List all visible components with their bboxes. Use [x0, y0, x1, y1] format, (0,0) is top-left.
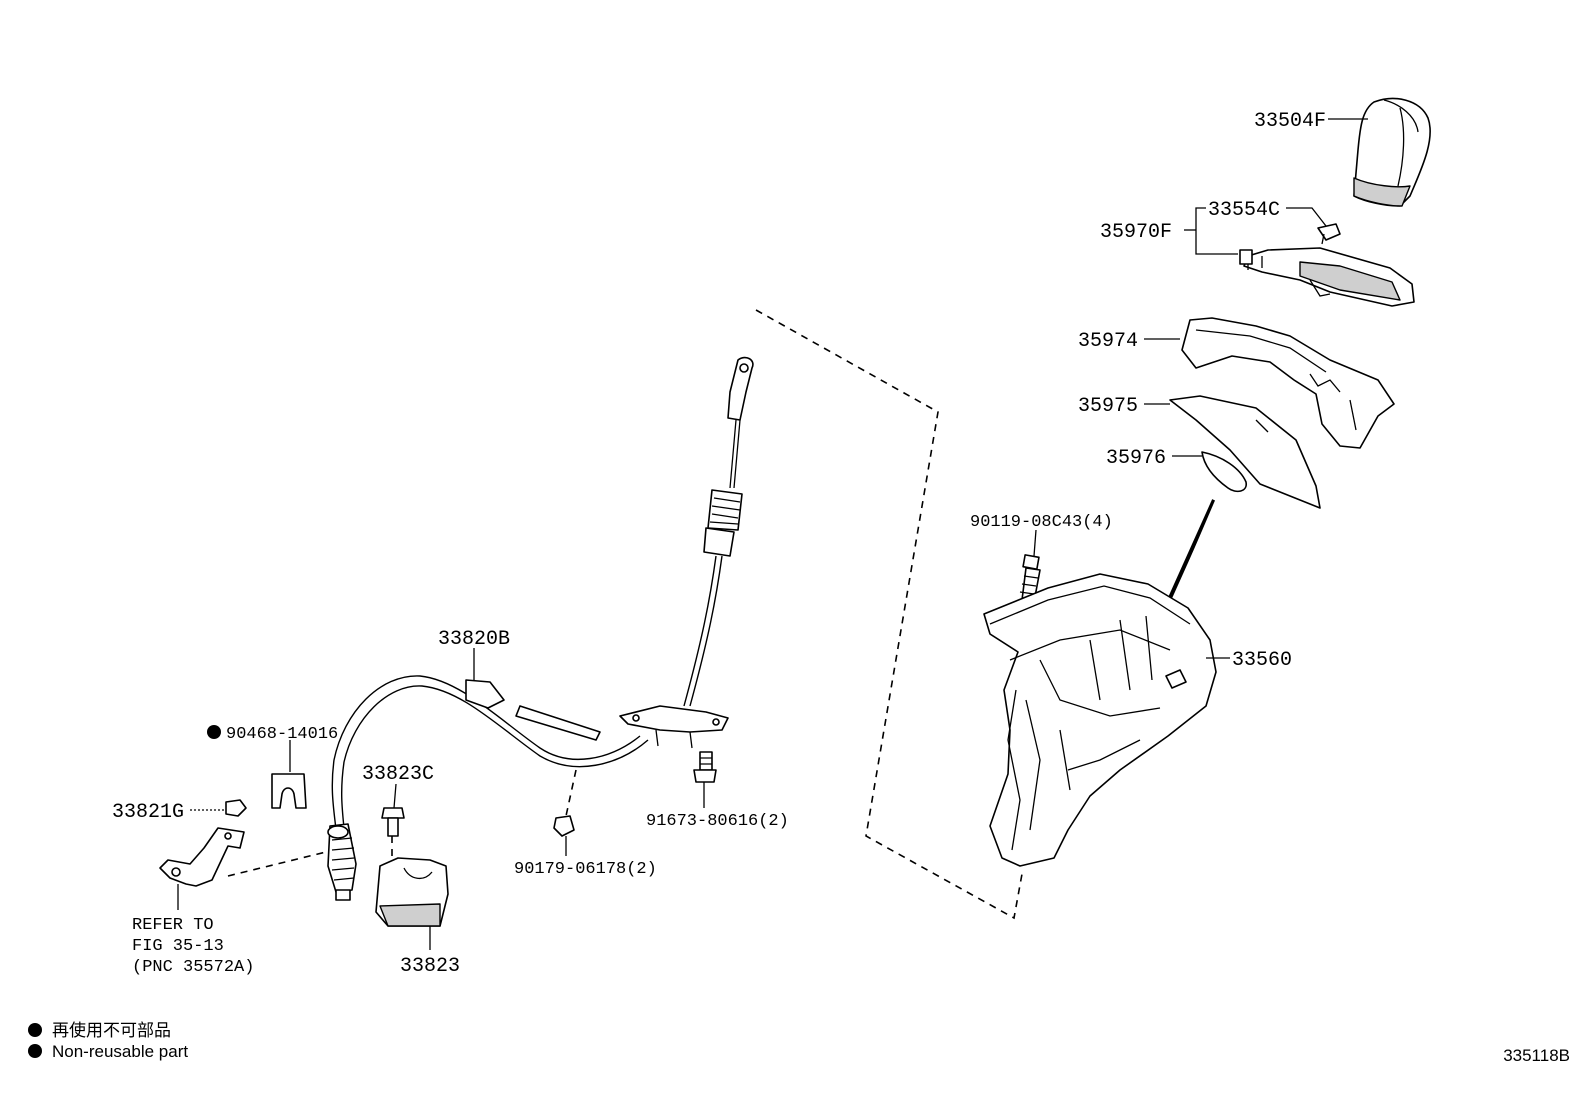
leader-33554C [1286, 207, 1327, 227]
leader-90119 [1033, 529, 1037, 557]
clip-33554C [1317, 223, 1341, 245]
bullet-icon [28, 1044, 42, 1058]
label-90179: 90179-06178(2) [514, 860, 657, 879]
label-33504F: 33504F [1254, 110, 1326, 133]
nut-33821G [225, 799, 247, 817]
label-33820B: 33820B [438, 628, 510, 651]
legend-jp-text: 再使用不可部品 [52, 1021, 171, 1041]
leader-33823C [393, 783, 397, 809]
dashed-line-33821 [227, 851, 327, 877]
bolt-33823C [381, 807, 405, 837]
label-90468: 90468-14016 [226, 725, 338, 744]
plate-35976 [1201, 451, 1247, 493]
bracket-35970F [1195, 207, 1238, 255]
legend-english: Non-reusable part [28, 1042, 188, 1062]
cover-35974 [1181, 317, 1395, 449]
cover-33823 [375, 857, 449, 927]
label-35976: 35976 [1106, 447, 1166, 470]
label-33554C: 33554C [1208, 199, 1280, 222]
diagram-code: 335118B [1503, 1046, 1570, 1065]
label-35970F: 35970F [1100, 221, 1172, 244]
legend-en-text: Non-reusable part [52, 1042, 189, 1061]
bracket-refer-35572A [159, 827, 245, 887]
refer-line-1: REFER TO [132, 916, 214, 935]
nut-90179 [553, 815, 575, 837]
plate-35975 [1169, 395, 1321, 509]
label-33821G: 33821G [112, 801, 184, 824]
shift-knob-33504F [1353, 97, 1431, 207]
refer-line-3: (PNC 35572A) [132, 958, 254, 977]
shift-cable-33820B [327, 356, 754, 901]
label-90119: 90119-08C43(4) [970, 513, 1113, 532]
label-35974: 35974 [1078, 330, 1138, 353]
dashed-line-90179 [565, 769, 577, 817]
refer-line-2: FIG 35-13 [132, 937, 224, 956]
label-33823C: 33823C [362, 763, 434, 786]
label-35975: 35975 [1078, 395, 1138, 418]
bullet-icon [28, 1023, 42, 1037]
shift-lever-assy-33560 [983, 499, 1217, 867]
label-33560: 33560 [1232, 649, 1292, 672]
legend-japanese: 再使用不可部品 [28, 1016, 171, 1041]
label-33823: 33823 [400, 955, 460, 978]
shift-switch-35970F [1239, 247, 1415, 307]
label-91673: 91673-80616(2) [646, 812, 789, 831]
dashed-frame-right [755, 309, 1023, 920]
clip-90468 [271, 773, 307, 809]
bolt-91673 [693, 751, 717, 783]
non-reusable-marker-icon [207, 725, 221, 739]
